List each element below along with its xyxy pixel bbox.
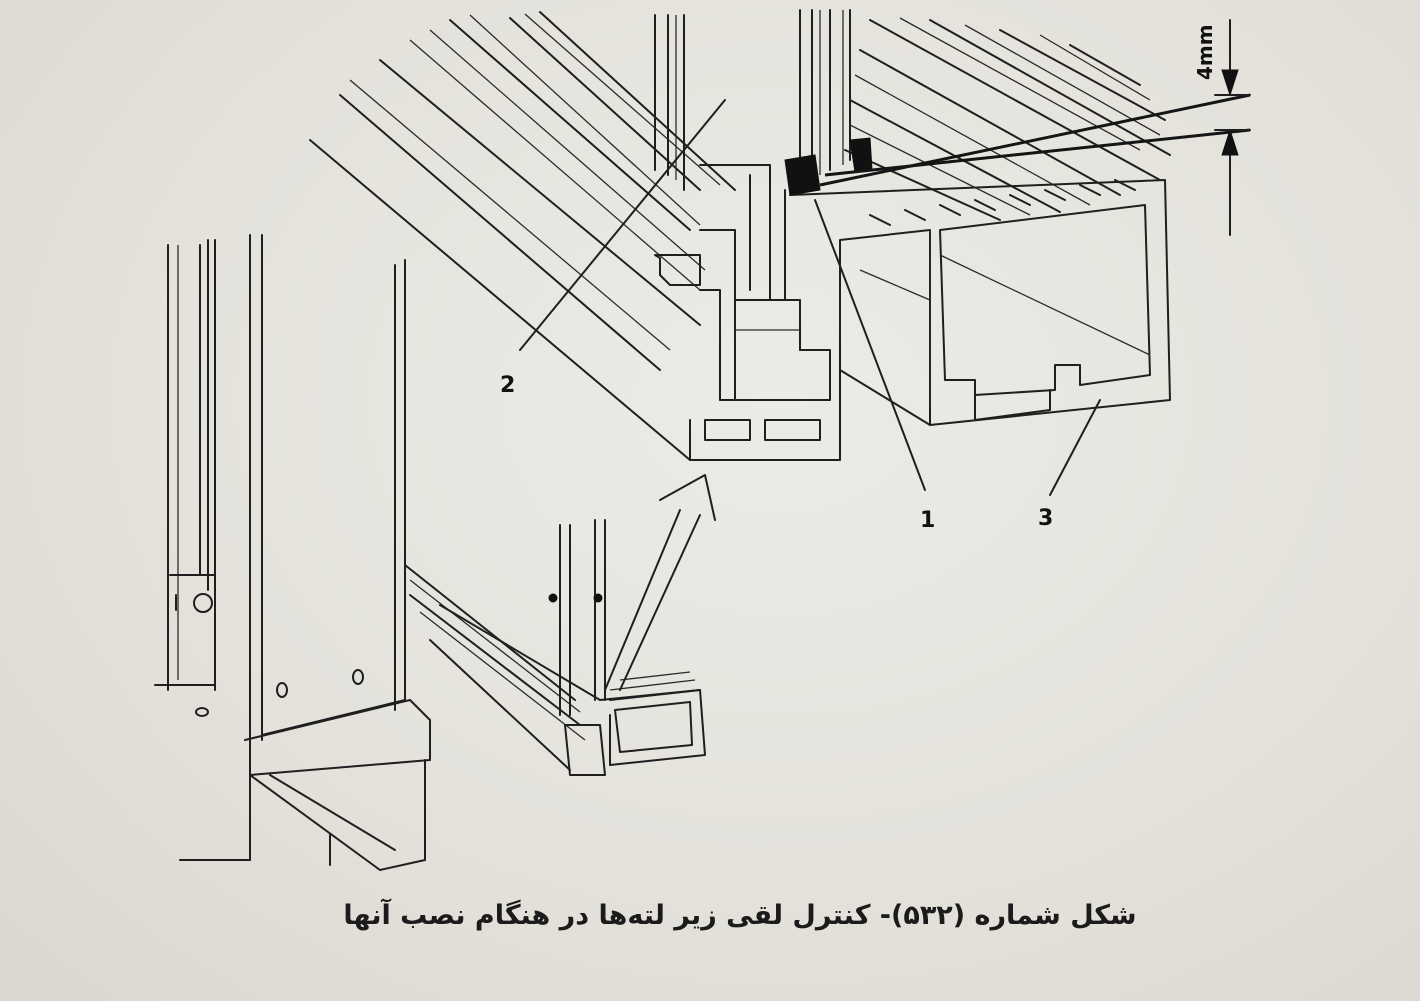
label-part-1: 1 — [920, 508, 935, 533]
label-part-2: 2 — [500, 373, 515, 398]
door-frame-overview — [154, 234, 706, 871]
right-track-profile — [789, 17, 1171, 426]
label-part-3: 3 — [1038, 506, 1053, 531]
divider-wall — [699, 164, 786, 301]
figure-caption: شکل شماره (۵۳۲)- کنترل لقی زیر لته‌ها در… — [343, 900, 1137, 931]
dimension-4mm: 4mm — [1193, 19, 1251, 236]
dimension-label: 4mm — [1193, 24, 1217, 80]
pointing-arrow — [604, 474, 716, 691]
left-track-profile — [309, 11, 841, 461]
glass-panel-uprights — [654, 9, 851, 191]
callouts: 2 1 3 — [500, 99, 1101, 533]
gap-indicator — [784, 93, 1251, 196]
